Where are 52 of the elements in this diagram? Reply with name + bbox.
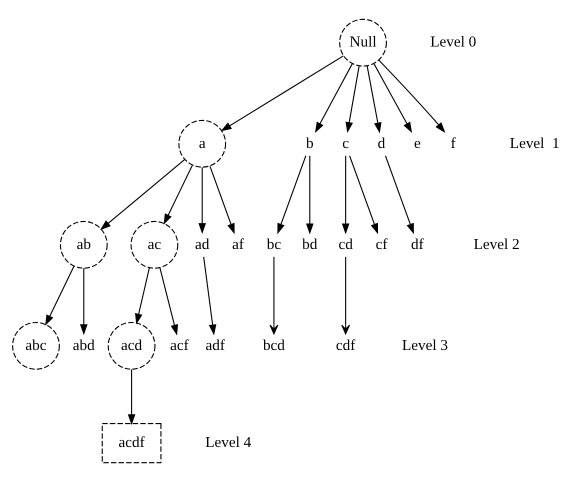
label: Level 2 (474, 235, 520, 252)
arrow (45, 266, 74, 326)
arrow (341, 256, 350, 334)
node-text: af (232, 235, 244, 252)
arrow (314, 63, 353, 133)
node-text: acf (170, 336, 189, 354)
arrow (164, 164, 193, 224)
arrow (135, 267, 150, 324)
node-text: c (342, 134, 350, 152)
node-text: d (378, 134, 386, 152)
node-circle: ac (130, 220, 178, 268)
arrow (345, 66, 360, 132)
arrow (80, 268, 88, 335)
node-text: cf (376, 235, 388, 252)
node-text: bcd (262, 336, 285, 354)
label: Level 0 (430, 33, 476, 50)
arrow (203, 256, 216, 335)
node-text: ad (195, 235, 210, 252)
arrow (100, 158, 186, 230)
arrow (342, 155, 350, 234)
label: Level 3 (402, 336, 448, 354)
arrow (198, 166, 206, 234)
arrow (159, 267, 178, 335)
node-text: bc (266, 235, 282, 252)
node-text: b (306, 134, 314, 152)
node-text: df (411, 235, 424, 252)
node-text: cd (338, 235, 353, 252)
arrow (269, 256, 278, 334)
node-circle: abc (12, 321, 60, 370)
node-circle: acd (108, 321, 156, 370)
node-circle: Null (339, 18, 387, 66)
arrow (306, 155, 314, 234)
node-circle: a (178, 119, 226, 168)
arrow (378, 59, 446, 132)
node-circle: ab (60, 220, 108, 268)
arrow (128, 368, 136, 425)
node-text: bd (302, 235, 318, 252)
arrow (374, 63, 412, 133)
node-text: e (414, 134, 421, 152)
arrow (277, 155, 306, 234)
arrow (349, 155, 378, 234)
arrow (366, 65, 382, 133)
arrow (220, 54, 344, 131)
node-text: f (450, 134, 456, 152)
label: Level 1 (510, 134, 560, 152)
node-text: adf (206, 336, 225, 354)
node-box: acdf (102, 422, 162, 463)
node-text: abd (72, 336, 95, 354)
node-text: cdf (336, 336, 356, 354)
arrow (209, 166, 235, 234)
arrow (384, 155, 414, 234)
label: Level 4 (205, 434, 252, 451)
